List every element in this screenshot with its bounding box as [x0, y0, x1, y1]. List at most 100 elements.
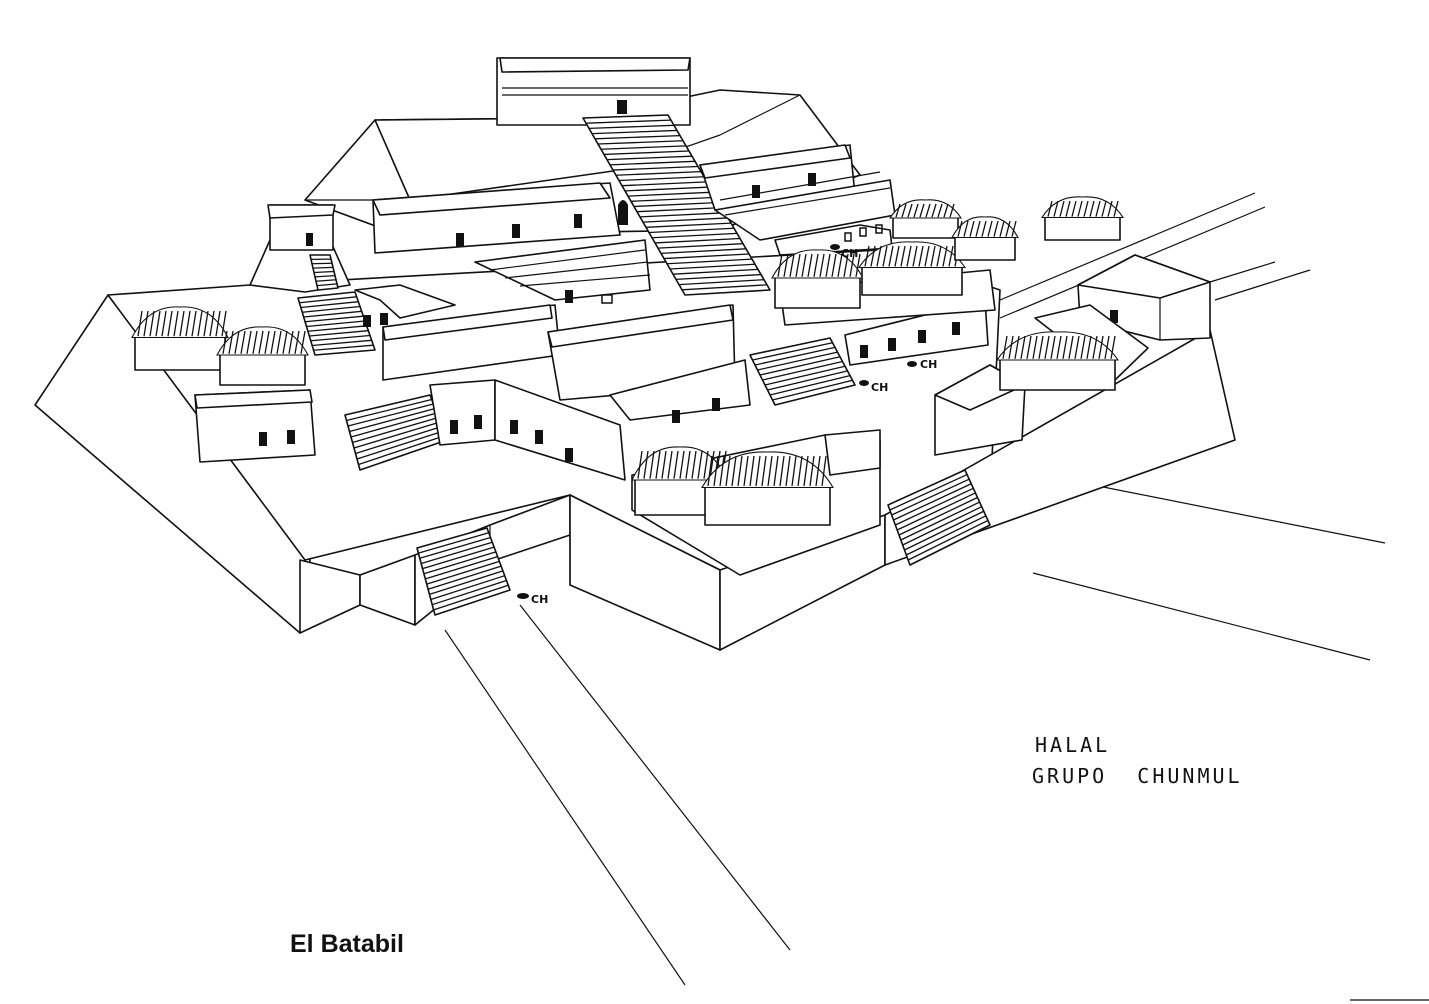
stair-step: [769, 374, 851, 396]
stair-step: [600, 145, 687, 150]
stair-step: [312, 266, 334, 269]
central-long-building: [382, 304, 751, 423]
stair-step: [907, 519, 989, 561]
stair-step: [316, 283, 338, 287]
stair-step: [597, 140, 684, 145]
main-stairway: [582, 114, 771, 296]
stair-step: [648, 227, 735, 234]
stair-step: [585, 119, 672, 124]
thatched-house: [771, 249, 864, 309]
stair-step: [609, 160, 696, 166]
stair-step: [904, 510, 985, 551]
lower-right-stairs: [887, 469, 991, 566]
stair-step: [618, 176, 705, 182]
ch-marker-label: CH: [871, 381, 889, 394]
stair-step: [426, 560, 500, 585]
stair-step: [669, 263, 756, 270]
stair-step: [588, 124, 675, 130]
stair-step: [315, 279, 337, 282]
stair-step: [759, 356, 841, 376]
stair-step: [772, 379, 853, 401]
stair-step: [347, 403, 434, 427]
left-court-stairs: [297, 291, 376, 356]
stair-step: [898, 496, 978, 536]
thatched-house: [1041, 196, 1124, 241]
stair-step: [418, 532, 489, 554]
ch-marker-label: CH: [531, 593, 549, 606]
stair-step: [627, 191, 714, 197]
stair-step: [349, 407, 436, 433]
stair-step: [624, 186, 711, 192]
left-shrine: [249, 204, 351, 293]
stair-step: [657, 243, 744, 249]
thatched-house: [857, 241, 967, 296]
right-range-building: [699, 144, 896, 241]
stair-step: [675, 273, 762, 281]
stair-step: [352, 416, 439, 444]
stair-step: [639, 212, 726, 218]
stair-step: [425, 555, 498, 580]
stair-step: [660, 248, 747, 255]
stair-step: [427, 565, 502, 590]
thatched-house: [701, 451, 834, 526]
stair-step: [313, 344, 374, 351]
stair-step: [621, 181, 708, 187]
stair-step: [314, 274, 336, 278]
stair-step: [762, 360, 843, 381]
stair-step: [902, 506, 982, 546]
stair-step: [900, 501, 980, 541]
central-terraces: [474, 239, 651, 304]
stair-step: [672, 268, 759, 275]
sunken-court: [354, 284, 456, 327]
stair-step: [353, 421, 441, 449]
stair-step: [299, 296, 357, 304]
stair-step: [305, 315, 364, 323]
stair-step: [891, 478, 970, 516]
stair-step: [358, 434, 446, 466]
stair-step: [906, 515, 987, 556]
stair-step: [423, 551, 497, 575]
lower-left-building: [194, 389, 448, 471]
stair-step: [309, 330, 369, 337]
stair-step: [633, 201, 720, 208]
stair-step: [654, 237, 741, 244]
stair-step: [754, 346, 836, 366]
stair-step: [896, 492, 976, 531]
stair-step: [651, 232, 738, 239]
right-center-stairs: [749, 299, 989, 406]
stair-step: [591, 129, 678, 135]
thatched-house: [216, 326, 309, 386]
left-range-building: [372, 182, 628, 254]
stair-step: [663, 253, 750, 260]
stair-step: [350, 412, 437, 438]
stair-step: [313, 270, 335, 274]
lower-center-range: [429, 379, 626, 481]
stair-step: [433, 584, 509, 611]
stair-step: [300, 301, 359, 309]
stair-step: [311, 262, 333, 265]
stair-step: [889, 473, 968, 511]
stair-step: [893, 483, 972, 521]
figure-caption: El Batabil: [290, 930, 404, 958]
stair-step: [432, 579, 507, 606]
site-title-halal: HALAL: [1035, 733, 1111, 757]
stair-step: [346, 398, 432, 422]
stair-step: [666, 258, 753, 265]
stair-step: [307, 325, 367, 332]
stair-step: [303, 310, 362, 318]
stair-step: [306, 320, 366, 328]
stair-step: [594, 134, 681, 140]
stair-step: [767, 370, 848, 391]
stair-step: [636, 206, 723, 213]
stair-step: [645, 222, 732, 228]
front-stairway: [416, 527, 511, 616]
stair-step: [355, 425, 443, 455]
stair-step: [612, 165, 699, 171]
stair-step: [764, 365, 846, 386]
stair-step: [419, 536, 491, 559]
thatched-house: [995, 331, 1120, 391]
site-title-grupo: GRUPO CHUNMUL: [1032, 764, 1243, 788]
stair-step: [302, 305, 361, 313]
stair-step: [606, 155, 693, 161]
